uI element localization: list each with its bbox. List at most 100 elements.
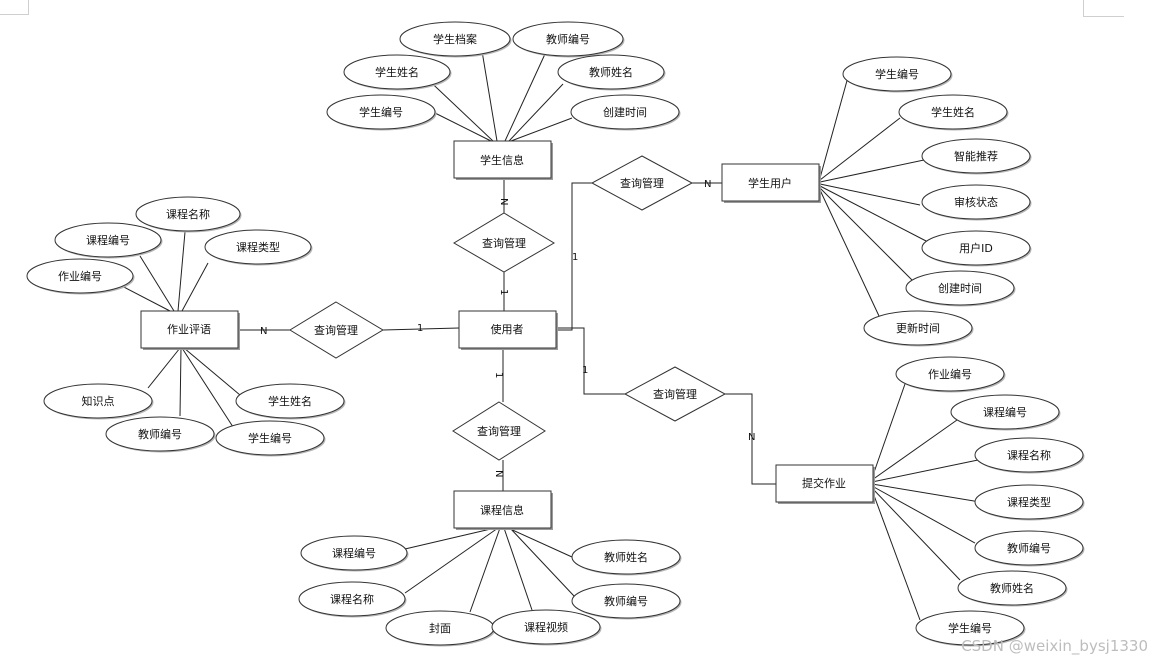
cardinality-top-1: 1 [498,289,509,295]
attribute-label: 课程类型 [1007,495,1051,509]
entity-submit-homework: 提交作业 [775,464,875,504]
attribute-label: 学生档案 [433,32,477,46]
page-corner-mark-right [1083,0,1124,17]
attribute-homework-review-5: 知识点 [43,383,154,420]
attribute-course-info-4: 教师编号 [571,583,682,620]
entity-student-info: 学生信息 [453,140,553,180]
attribute-label: 创建时间 [938,281,982,295]
relationship-submit: 查询管理 [623,366,727,422]
attribute-student-user-1: 学生编号 [842,56,953,93]
attribute-label: 教师姓名 [589,65,633,79]
attribute-student-user-6: 创建时间 [905,270,1016,307]
attribute-student-user-7: 更新时间 [863,310,974,347]
entity-homework-review-label: 作业评语 [167,323,211,336]
attribute-student-info-1: 学生档案 [399,21,512,58]
attribute-submit-homework-1: 作业编号 [895,356,1006,393]
attribute-label: 课程类型 [236,240,280,254]
entity-submit-homework-label: 提交作业 [802,476,846,490]
attribute-label: 作业编号 [928,367,972,381]
attribute-label: 教师编号 [546,32,590,46]
attribute-label: 知识点 [82,394,115,408]
connector-lines [119,38,981,621]
attribute-submit-homework-4: 课程类型 [974,484,1085,521]
attribute-label: 学生姓名 [931,105,975,119]
cardinality-student-user-1: 1 [572,252,578,263]
attribute-label: 学生编号 [359,105,403,119]
attribute-ellipses: 学生档案教师编号学生姓名教师姓名学生编号创建时间学生编号学生姓名智能推荐审核状态… [26,21,1085,647]
attribute-student-info-5: 学生编号 [326,94,437,131]
cardinality-submit-1: 1 [582,365,588,376]
attribute-label: 智能推荐 [954,149,998,163]
attribute-submit-homework-2: 课程编号 [950,394,1061,431]
entity-student-user-label: 学生用户 [748,176,792,190]
attribute-label: 学生编号 [875,67,919,81]
attribute-label: 课程名称 [166,207,210,221]
attribute-submit-homework-5: 教师编号 [974,530,1085,567]
attribute-course-info-6: 课程视频 [491,609,602,646]
attribute-label: 课程名称 [330,592,374,606]
attribute-label: 审核状态 [954,195,998,209]
entity-user: 使用者 [458,310,558,350]
attribute-label: 更新时间 [896,321,940,335]
attribute-homework-review-6: 学生姓名 [235,383,346,420]
attribute-label: 教师编号 [138,427,182,441]
attribute-label: 教师姓名 [990,581,1034,595]
entity-student-user: 学生用户 [721,163,821,203]
cardinality-bottom-1: 1 [493,372,504,378]
relationship-top: 查询管理 [453,212,555,273]
cardinality-bottom-n: N [493,470,504,477]
attribute-student-info-3: 学生姓名 [343,54,452,91]
attribute-student-user-4: 审核状态 [921,184,1032,221]
attribute-label: 学生姓名 [268,394,312,408]
attribute-student-user-3: 智能推荐 [921,138,1032,175]
attribute-course-info-5: 封面 [385,610,496,647]
cardinality-student-user-n: N [704,179,711,190]
attribute-label: 学生编号 [248,431,292,445]
attribute-label: 作业编号 [58,269,102,283]
attribute-label: 封面 [429,621,451,635]
entity-user-label: 使用者 [491,323,524,336]
relationship-student-user: 查询管理 [590,155,694,211]
attribute-label: 课程编号 [86,233,130,247]
cardinality-left-1: 1 [417,323,423,334]
attribute-student-info-4: 教师姓名 [557,54,666,91]
attribute-label: 教师编号 [1007,541,1051,555]
entity-student-info-label: 学生信息 [480,153,524,167]
attribute-label: 课程编号 [983,405,1027,419]
attribute-student-user-5: 用户ID [921,230,1032,267]
attribute-homework-review-2: 课程编号 [54,222,163,259]
attribute-submit-homework-6: 教师姓名 [957,570,1068,607]
attribute-homework-review-3: 课程类型 [204,229,313,266]
attribute-homework-review-4: 作业编号 [26,258,135,295]
attribute-label: 学生编号 [948,621,992,635]
relationship-submit-label: 查询管理 [653,387,697,401]
cardinality-top-n: N [498,198,509,205]
cardinality-submit-n: N [748,432,755,443]
attribute-student-info-2: 教师编号 [512,21,625,58]
cardinality-left-n: N [260,326,267,337]
attribute-course-info-3: 课程名称 [298,581,407,618]
relationship-top-label: 查询管理 [482,236,526,250]
attribute-label: 教师编号 [604,594,648,608]
attribute-course-info-1: 课程编号 [300,535,409,572]
entity-course-info: 课程信息 [453,490,553,530]
relationship-left-label: 查询管理 [314,323,358,337]
watermark: CSDN @weixin_bysj1330 [961,637,1148,655]
cardinality-labels: N 1 1 N N 1 1 N 1 N [260,179,755,477]
attribute-homework-review-1: 课程名称 [135,196,242,233]
attribute-label: 用户ID [959,241,993,255]
attribute-submit-homework-7: 学生编号 [915,610,1026,647]
attribute-label: 课程视频 [524,620,568,634]
entity-course-info-label: 课程信息 [480,503,524,517]
relationship-left: 查询管理 [289,301,384,359]
attribute-label: 课程编号 [332,546,376,560]
attribute-homework-review-7: 教师编号 [105,416,216,453]
attribute-student-info-6: 创建时间 [570,94,681,131]
attribute-label: 创建时间 [603,105,647,119]
attribute-label: 教师姓名 [604,550,648,564]
attribute-homework-review-8: 学生编号 [215,420,326,457]
entity-homework-review: 作业评语 [140,310,240,350]
relationship-bottom-label: 查询管理 [477,424,521,438]
attribute-student-user-2: 学生姓名 [898,94,1009,131]
